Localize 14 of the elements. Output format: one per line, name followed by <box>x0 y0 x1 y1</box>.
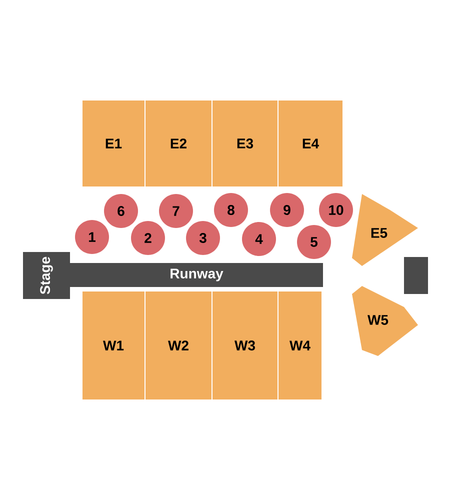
section-block: W3 <box>212 290 278 400</box>
node-label: Runway <box>170 268 224 282</box>
section-block: W1 <box>82 290 146 400</box>
section-block: W2 <box>144 290 212 400</box>
section-block: W4 <box>278 290 322 400</box>
block <box>404 257 428 294</box>
section-block: E1 <box>82 100 146 188</box>
node-label: Stage <box>40 256 53 294</box>
section-block: W5 <box>352 286 418 356</box>
section-block: E2 <box>144 100 212 188</box>
stage-block: Stage <box>23 252 70 299</box>
section-block: E5 <box>352 194 418 266</box>
section-block: E4 <box>278 100 344 188</box>
section-block: E3 <box>212 100 278 188</box>
